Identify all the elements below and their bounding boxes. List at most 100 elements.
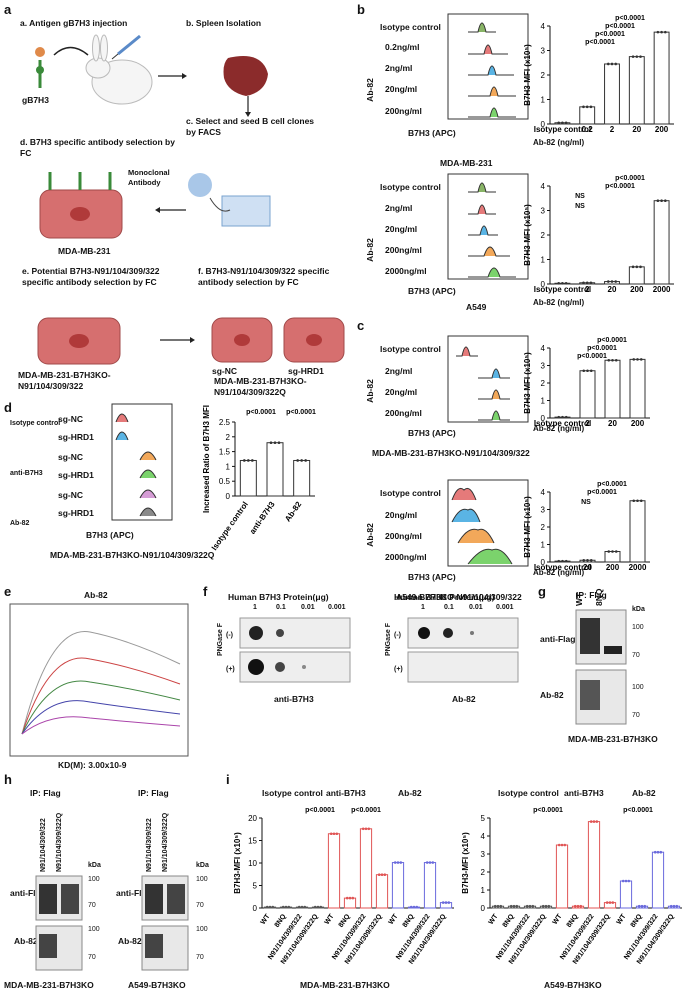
data-point [608, 901, 612, 904]
data-point [621, 879, 625, 883]
y-tick-label: 3 [541, 506, 546, 515]
row-label: sg-NC [58, 452, 84, 462]
x-tick-label: 8NQ [274, 913, 288, 929]
group-label: Isotype control [262, 788, 323, 798]
cell-line-label: MDA-MB-231-B7H3KO [300, 980, 390, 990]
lane-label: N91/104/309/322 [40, 818, 47, 872]
histogram-trace [457, 528, 495, 544]
y-axis-label: B7H3-MFI (x10⁵) [233, 832, 242, 894]
histogram-stack [111, 403, 173, 521]
dot-blot-ab82 [407, 617, 519, 683]
histogram-stack [447, 479, 529, 567]
x-tick-label: WT [388, 913, 400, 927]
data-point [383, 873, 387, 876]
dot [418, 627, 430, 639]
bar [579, 370, 596, 419]
data-point [611, 901, 615, 904]
cell-line-label: A549-B7H3KO [128, 980, 186, 990]
data-point [415, 905, 419, 909]
data-point [582, 369, 586, 373]
x-axis-title: Ab-82 (ng/ml) [533, 138, 585, 147]
dot [276, 629, 284, 637]
x-tick-label: Isotype control [534, 563, 591, 572]
panel-letter-g: g [538, 584, 546, 599]
y-tick-label: 0 [481, 904, 486, 913]
bar [359, 828, 373, 909]
hist-row-label: 2ng/ml [385, 366, 413, 376]
y-tick-label: 2 [481, 868, 486, 877]
data-point [528, 904, 532, 908]
histogram-trace [139, 507, 157, 517]
marker-label: 100 [88, 926, 100, 933]
data-point [300, 905, 304, 909]
x-tick-label: WT [260, 913, 272, 927]
data-point [277, 441, 281, 445]
band [39, 934, 57, 958]
panel-title: Ab-82 [84, 590, 108, 600]
data-point [287, 905, 291, 909]
panel-letter-i: i [226, 772, 230, 787]
hist-row-label: 200ng/ml [385, 106, 422, 116]
group-label: Ab-82 [364, 78, 375, 102]
protein-title: Human B7H3 Protein(μg) [394, 592, 495, 602]
data-point [412, 905, 416, 909]
row-label: Ab-82 [540, 690, 564, 700]
data-point [614, 550, 618, 553]
p-value-label: NS [575, 193, 585, 200]
marker-label: 70 [632, 652, 640, 659]
panel-letter-b: b [357, 2, 365, 17]
histogram-trace [478, 410, 510, 421]
data-point [631, 265, 635, 269]
row-label: (+) [394, 666, 403, 673]
marker-label: 70 [196, 902, 204, 909]
data-point [611, 358, 614, 362]
band [145, 884, 163, 914]
amount-label: 0.1 [276, 604, 286, 611]
data-point [585, 281, 589, 285]
x-tick-label: 200 [606, 563, 620, 572]
y-tick-label: 1.5 [219, 448, 231, 457]
sensorgram-trace [21, 716, 181, 735]
ip-label: IP: Flag [138, 788, 169, 798]
band [604, 646, 622, 654]
bar [391, 862, 405, 909]
row-label: (+) [226, 666, 235, 673]
data-point [297, 905, 301, 909]
y-tick-label: 1 [541, 397, 546, 406]
histogram-trace [139, 451, 157, 461]
y-tick-label: 10 [248, 859, 257, 868]
row-label: anti-Flag [10, 888, 46, 898]
histogram-trace [115, 431, 129, 441]
data-point [643, 904, 647, 908]
p-value-label: p<0.0001 [585, 39, 615, 46]
data-point [589, 820, 593, 823]
data-point [664, 199, 667, 202]
sensorgram-trace [21, 680, 181, 735]
sensorgram-trace [21, 630, 181, 735]
band [580, 618, 600, 654]
hist-row-label: 2000ng/ml [385, 266, 427, 276]
bar [579, 106, 596, 125]
y-tick-label: 1 [541, 96, 546, 105]
data-point [675, 904, 679, 908]
row-label: (-) [394, 632, 401, 639]
data-point [659, 850, 663, 854]
x-tick-label: 8NQ [502, 913, 516, 929]
histogram-trace [478, 389, 510, 400]
histogram-trace [468, 107, 516, 118]
plate-icon [221, 195, 271, 227]
data-point [364, 827, 368, 831]
dot [248, 659, 264, 675]
panel-a-illustration [35, 34, 345, 365]
row-label: Ab-82 [14, 936, 38, 946]
y-tick-label: 2 [541, 231, 546, 240]
cell-line-label: MDA-MB-231-B7H3KO [568, 734, 658, 744]
data-point [564, 121, 568, 125]
data-point [585, 105, 589, 109]
bar [604, 63, 620, 125]
hist-row-label: 20ng/ml [385, 510, 418, 520]
data-point [367, 827, 371, 831]
y-tick-label: 0 [541, 120, 546, 129]
cell-f-full-label: MDA-MB-231-B7H3KO-N91/104/309/322Q [214, 376, 307, 397]
